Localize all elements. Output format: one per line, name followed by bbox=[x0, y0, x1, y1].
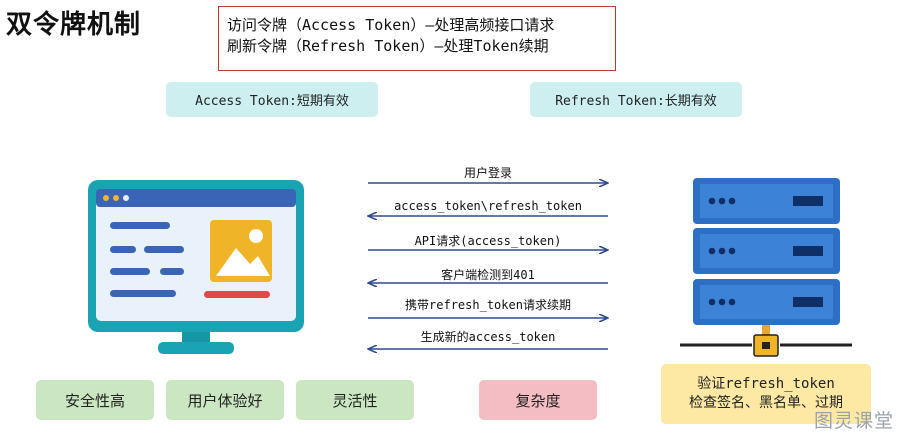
feature-flexibility-pill: 灵活性 bbox=[296, 380, 414, 420]
monitor-icon bbox=[88, 180, 304, 354]
refresh-token-note: 刷新令牌（Refresh Token）—处理Token续期 bbox=[227, 37, 549, 55]
server-checks-box: 验证refresh_token 检查签名、黑名单、过期 bbox=[661, 364, 871, 424]
page-title: 双令牌机制 bbox=[6, 10, 142, 40]
flow-label-refresh-request: 携带refresh_token请求续期 bbox=[405, 298, 571, 312]
flow-label-401: 客户端检测到401 bbox=[441, 268, 535, 282]
flow-label-login: 用户登录 bbox=[463, 166, 512, 180]
server-rack-icon bbox=[680, 178, 852, 357]
refresh-token-pill: Refresh Token:长期有效 bbox=[530, 82, 742, 117]
feature-ux-pill: 用户体验好 bbox=[166, 380, 284, 420]
flow-label-api-request: API请求(access_token) bbox=[414, 234, 562, 248]
watermark: 图灵课堂 bbox=[813, 410, 894, 432]
token-notes-box: 访问令牌（Access Token）—处理高频接口请求 刷新令牌（Refresh… bbox=[218, 6, 616, 71]
feature-security-pill: 安全性高 bbox=[36, 380, 154, 420]
server-check-signature: 检查签名、黑名单、过期 bbox=[689, 395, 843, 411]
server-check-validate: 验证refresh_token bbox=[697, 376, 835, 392]
flow-label-new-token: 生成新的access_token bbox=[420, 330, 556, 344]
access-token-note: 访问令牌（Access Token）—处理高频接口请求 bbox=[227, 16, 555, 34]
flow-label-token-issue: access_token\refresh_token bbox=[394, 199, 582, 213]
complexity-pill: 复杂度 bbox=[479, 380, 597, 420]
flow-arrows bbox=[368, 183, 608, 349]
access-token-pill: Access Token:短期有效 bbox=[166, 82, 378, 117]
